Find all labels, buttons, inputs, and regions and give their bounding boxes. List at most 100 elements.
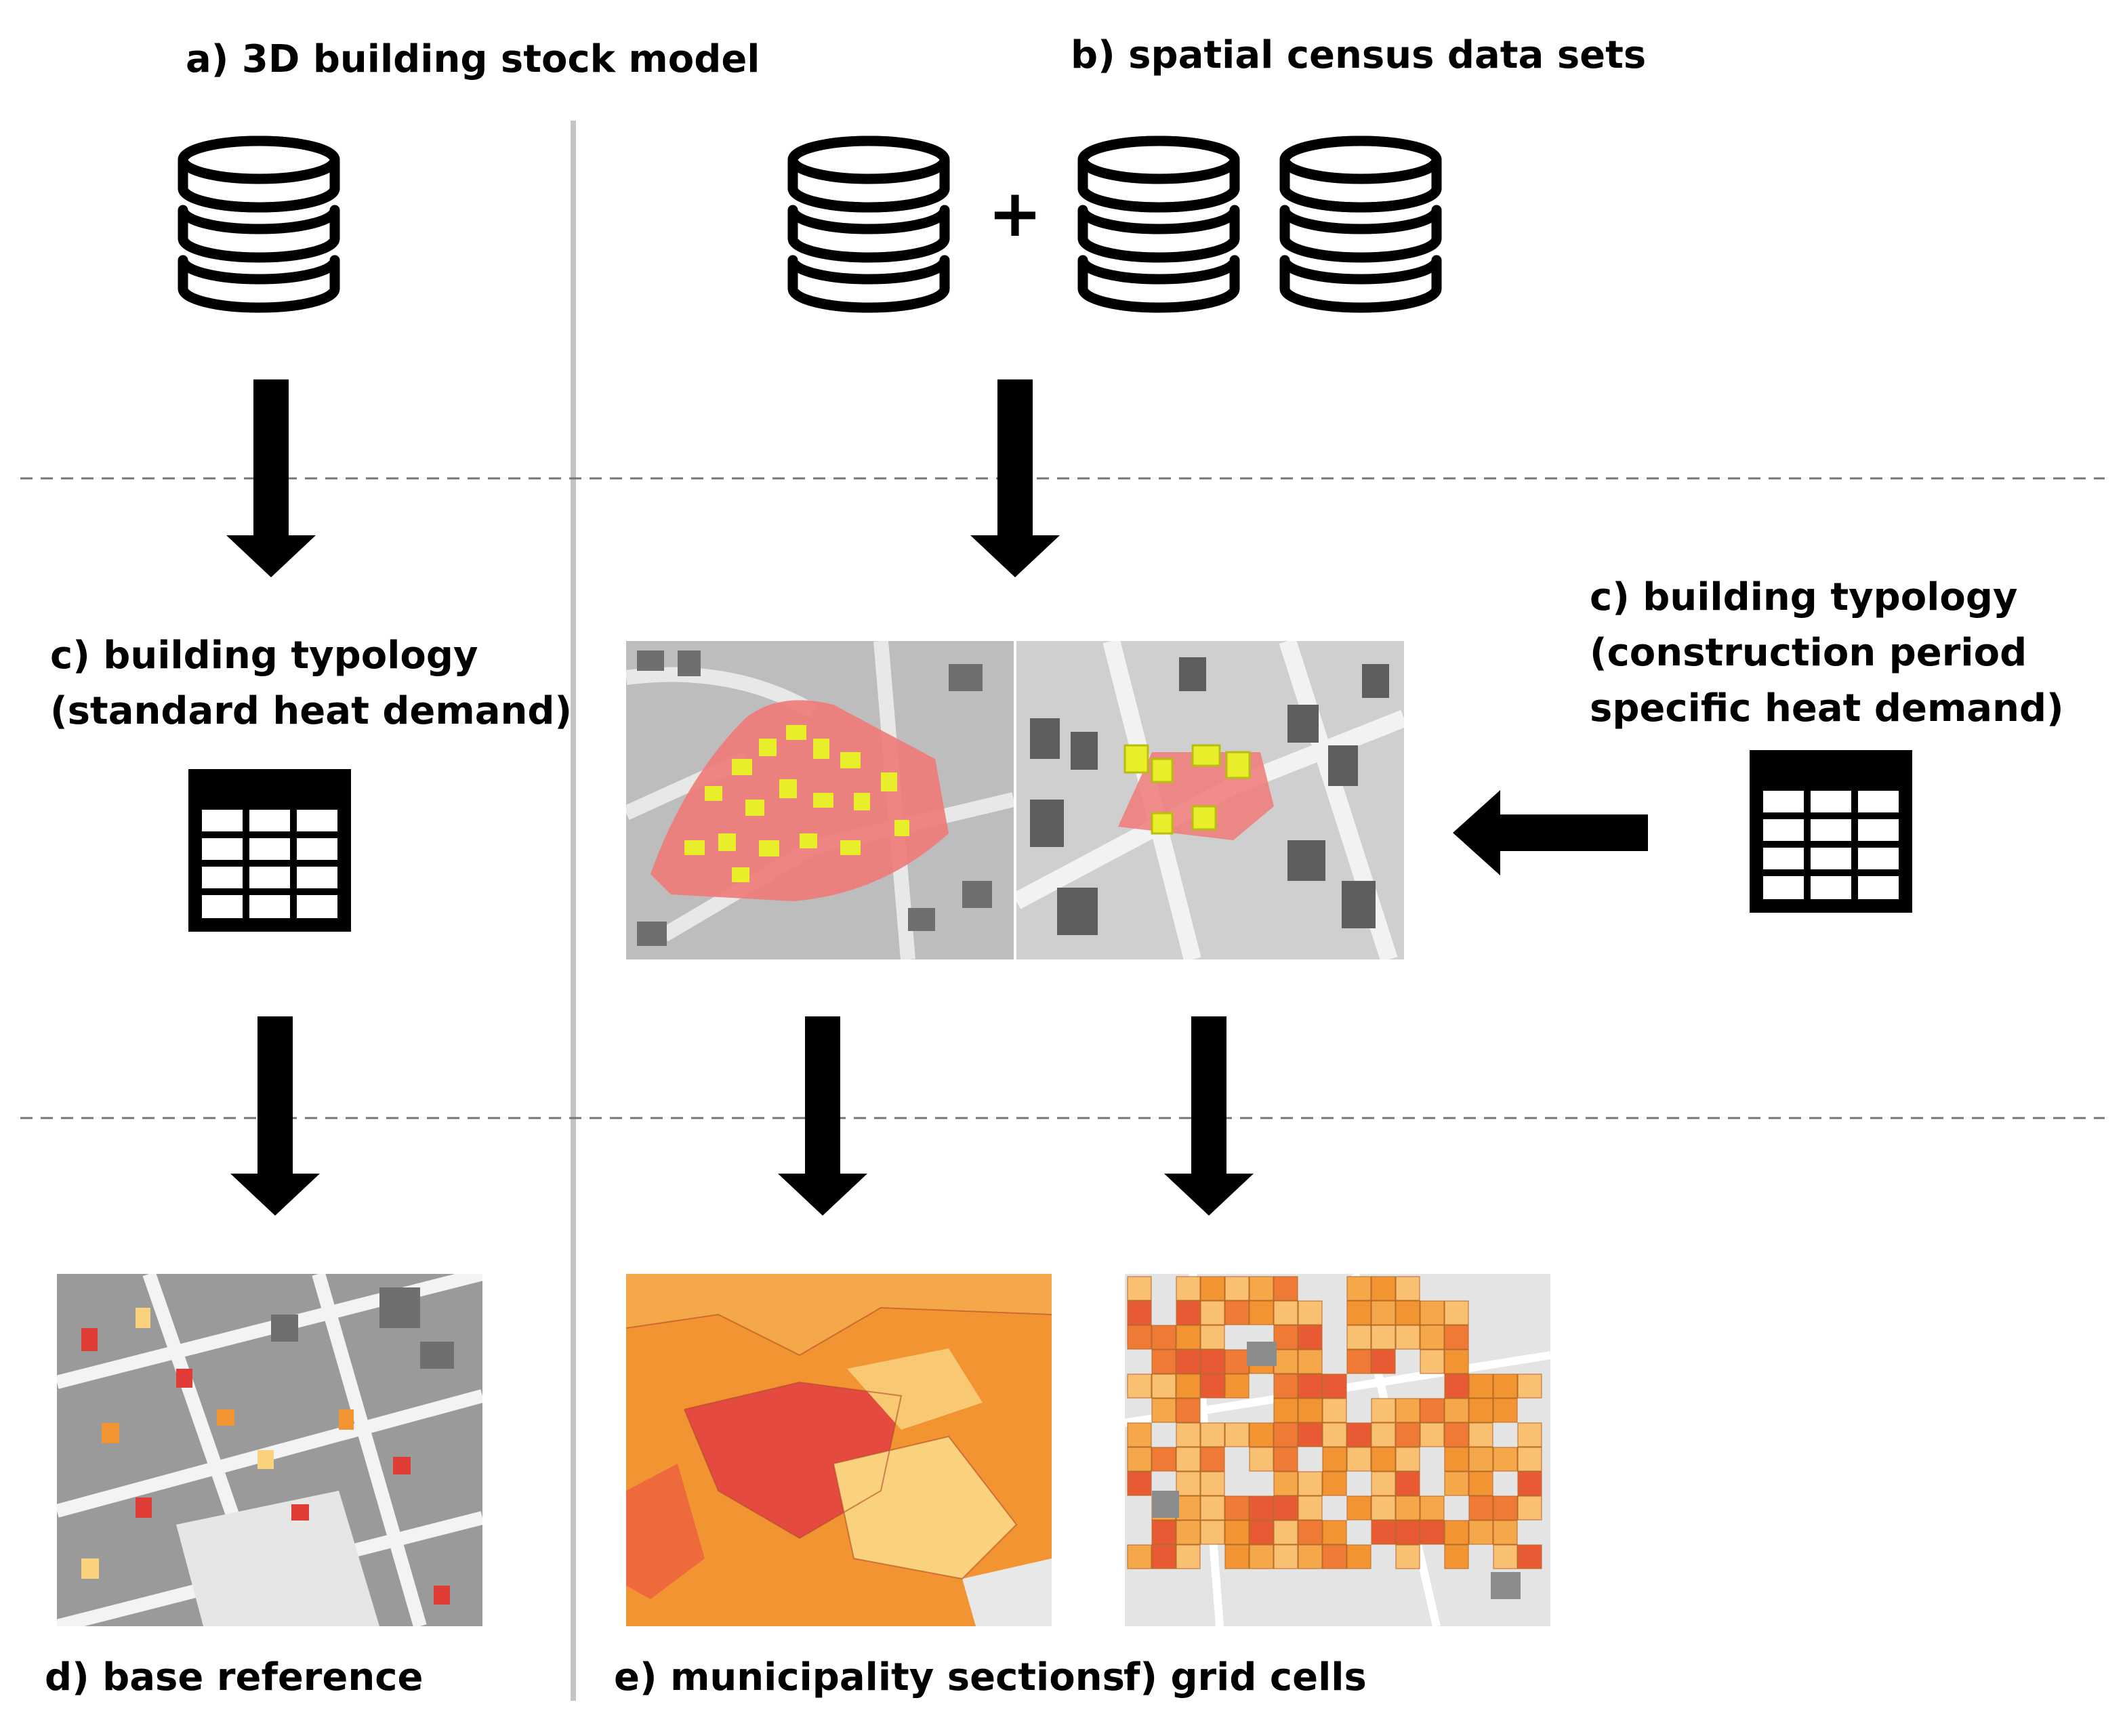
base-reference-map (57, 1274, 482, 1626)
grid-cell (1127, 1276, 1152, 1301)
grid-cell (1346, 1422, 1371, 1447)
arrow-icon (970, 379, 1060, 577)
grid-cell (1224, 1373, 1250, 1399)
grid-cell (1224, 1276, 1250, 1301)
grid-cell (1517, 1447, 1542, 1472)
grid-cell (1224, 1300, 1250, 1325)
grid-cell (1395, 1325, 1420, 1350)
grid-cell (1176, 1422, 1201, 1447)
grid-cell (1395, 1520, 1420, 1545)
grid-cells-map (1125, 1274, 1550, 1626)
grid-cell (1371, 1422, 1396, 1447)
grid-cell (1127, 1325, 1152, 1350)
grid-cell (1371, 1495, 1396, 1521)
grid-cell (1346, 1447, 1371, 1472)
grid-cell (1151, 1373, 1176, 1399)
grid-cell (1468, 1520, 1493, 1545)
grid-cell (1273, 1373, 1298, 1399)
arrow-icon (778, 1016, 867, 1216)
grid-cell (1200, 1520, 1225, 1545)
grid-cell (1444, 1471, 1469, 1496)
grid-cell (1444, 1422, 1469, 1447)
grid-cell (1322, 1398, 1347, 1423)
grid-cell (1468, 1398, 1493, 1423)
grid-cell (1298, 1520, 1323, 1545)
grid-cell (1395, 1544, 1420, 1569)
grid-cell (1151, 1544, 1176, 1569)
grid-cell (1127, 1300, 1152, 1325)
grid-cell (1322, 1373, 1347, 1399)
grid-cell (1346, 1544, 1371, 1569)
database-icon (1285, 141, 1437, 308)
grid-cell (1468, 1373, 1493, 1399)
grid-cell (1273, 1544, 1298, 1569)
grid-cell (1176, 1373, 1201, 1399)
grid-cell (1151, 1520, 1176, 1545)
grid-cell (1346, 1325, 1371, 1350)
label-e-municipality-sections: e) municipality sections (614, 1655, 1125, 1699)
arrow-icon (1453, 790, 1648, 875)
grid-cell (1395, 1495, 1420, 1521)
grid-cell (1517, 1471, 1542, 1496)
district-3d-map-left (626, 641, 1014, 959)
grid-cell (1273, 1422, 1298, 1447)
grid-cell (1176, 1349, 1201, 1374)
grid-cell (1224, 1544, 1250, 1569)
grid-cell (1151, 1398, 1176, 1423)
grid-cell (1371, 1398, 1396, 1423)
grid-cell (1371, 1520, 1396, 1545)
grid-cell (1200, 1349, 1225, 1374)
grid-cell (1468, 1495, 1493, 1521)
grid-cell (1273, 1398, 1298, 1423)
grid-cell (1200, 1325, 1225, 1350)
grid-cell (1420, 1495, 1445, 1521)
grid-cell (1249, 1544, 1274, 1569)
table-icon (1750, 750, 1912, 913)
grid-cell (1444, 1398, 1469, 1423)
label-c-right-line1: c) building typology (1590, 575, 2018, 619)
grid-cell (1371, 1276, 1396, 1301)
grid-cell (1298, 1373, 1323, 1399)
grid-cell (1346, 1349, 1371, 1374)
grid-cell (1517, 1373, 1542, 1399)
grid-cell (1176, 1276, 1201, 1301)
label-f-grid-cells: f) grid cells (1123, 1655, 1367, 1699)
grid-cell (1346, 1495, 1371, 1521)
grid-cell (1493, 1544, 1518, 1569)
grid-cell (1200, 1422, 1225, 1447)
grid-cell (1395, 1471, 1420, 1496)
grid-cell (1273, 1276, 1298, 1301)
database-icon (183, 141, 335, 308)
grid-cell (1200, 1495, 1225, 1521)
grid-cell (1420, 1422, 1445, 1447)
grid-cell (1298, 1325, 1323, 1350)
grid-cell (1420, 1520, 1445, 1545)
grid-cell (1420, 1325, 1445, 1350)
district-3d-map-right (1016, 641, 1404, 959)
grid-cell (1176, 1471, 1201, 1496)
grid-cell (1298, 1544, 1323, 1569)
grid-cell (1127, 1471, 1152, 1496)
grid-cell (1371, 1349, 1396, 1374)
grid-cell (1322, 1422, 1347, 1447)
grid-cell (1273, 1495, 1298, 1521)
grid-cell (1249, 1495, 1274, 1521)
grid-cell (1176, 1495, 1201, 1521)
grid-cell (1127, 1447, 1152, 1472)
grid-cell (1200, 1373, 1225, 1399)
grid-cell (1273, 1471, 1298, 1496)
grid-cell (1420, 1349, 1445, 1374)
grid-cell (1371, 1471, 1396, 1496)
grid-cell (1127, 1373, 1152, 1399)
database-icon (793, 141, 945, 308)
grid-cell (1127, 1422, 1152, 1447)
label-a-3d-building-stock-model: a) 3D building stock model (186, 37, 760, 81)
grid-cell (1444, 1373, 1469, 1399)
grid-cell (1224, 1349, 1250, 1374)
grid-cell (1468, 1471, 1493, 1496)
grid-cell (1176, 1398, 1201, 1423)
grid-cell (1151, 1349, 1176, 1374)
grid-cell (1322, 1520, 1347, 1545)
grid-cell (1176, 1544, 1201, 1569)
